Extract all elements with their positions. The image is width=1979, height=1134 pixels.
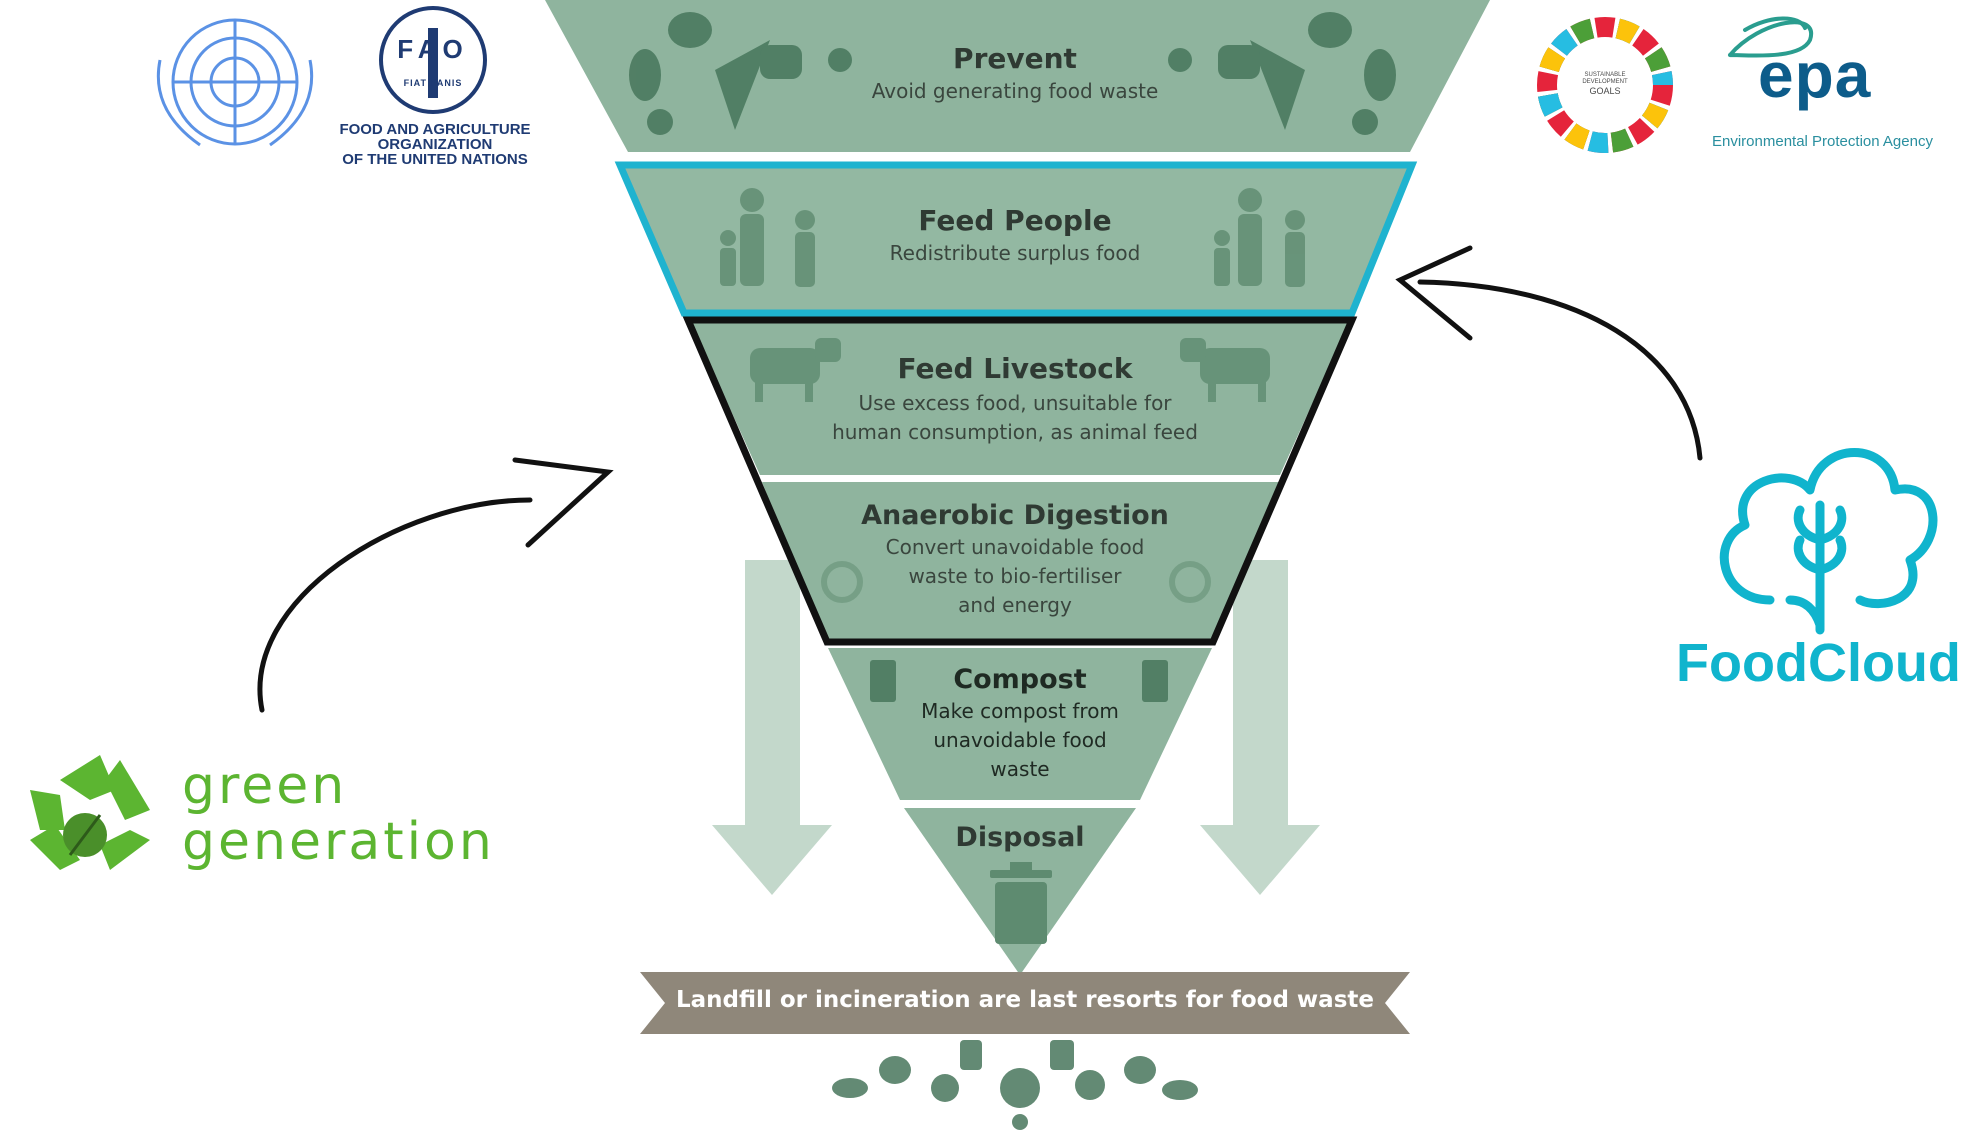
tier-feed-livestock-title: Feed Livestock (897, 352, 1133, 385)
tier-prevent-description: Avoid generating food waste (871, 79, 1159, 103)
sdg-wheel-logo (1537, 17, 1673, 153)
tier-compost-title: Compost (953, 664, 1087, 695)
tier-anaerobic-digestion-description: Convert unavoidable food waste to bio-fe… (885, 535, 1145, 617)
food-scraps-icon (832, 1040, 1198, 1130)
vegetable-icons-right (1168, 12, 1396, 135)
tier-feed-livestock-description: Use excess food, unsuitable for human co… (832, 391, 1198, 444)
sdg-wheel-text: SUSTAINABLE DEVELOPMENT GOALS (1575, 72, 1635, 96)
tier-compost-description: Make compost from unavoidable food waste (921, 699, 1119, 781)
green-generation-recycle-icon (30, 755, 150, 870)
fao-name-line3: OF THE UNITED NATIONS (342, 151, 528, 168)
green-generation-line1: green (182, 756, 348, 816)
tier-disposal-title: Disposal (955, 822, 1085, 853)
sdg-line3: GOALS (1589, 86, 1621, 96)
feed-people-highlight-border (614, 161, 1418, 317)
last-resort-banner (640, 972, 1410, 1034)
people-icon-left (720, 188, 815, 287)
green-generation-wordmark: green generation (182, 758, 495, 870)
epa-logo-full-name: Environmental Protection Agency (1712, 133, 1933, 150)
left-down-arrow (712, 560, 832, 895)
foodcloud-wordmark: FoodCloud (1676, 633, 1961, 693)
compost-bin-icon-left (870, 660, 896, 702)
tier-disposal: Disposal (920, 822, 1120, 853)
cow-icon-right (1180, 338, 1270, 402)
epa-logo-name: epa (1758, 39, 1872, 111)
fao-name-line1: FOOD AND AGRICULTURE (339, 121, 531, 138)
hierarchy-pyramid (545, 0, 1490, 975)
recycle-icon-left (821, 561, 863, 603)
last-resort-banner-text: Landfill or incineration are last resort… (676, 987, 1374, 1013)
fao-name-line2: ORGANIZATION (377, 136, 493, 153)
tier-prevent: Prevent Avoid generating food waste (820, 42, 1210, 103)
green-generation-line2: generation (182, 812, 495, 872)
un-emblem-logo (156, 18, 314, 147)
compost-bin-icon-right (1142, 660, 1168, 702)
fao-motto: FIAT PANIS (403, 78, 463, 88)
tier-compost: Compost Make compost from unavoidable fo… (870, 664, 1170, 784)
tier-prevent-title: Prevent (953, 42, 1077, 75)
sdg-line1: SUSTAINABLE (1584, 72, 1626, 78)
tier-anaerobic-digestion: Anaerobic Digestion Convert unavoidable … (815, 500, 1215, 620)
tier-feed-people-title: Feed People (918, 204, 1112, 237)
tier-anaerobic-digestion-title: Anaerobic Digestion (861, 500, 1169, 531)
side-arrows (712, 560, 1320, 895)
people-icon-right (1214, 188, 1305, 287)
tier-feed-livestock: Feed Livestock Use excess food, unsuitab… (800, 352, 1230, 447)
tier-prevent-shape (545, 0, 1490, 152)
recycle-icon-right (1169, 561, 1211, 603)
epa-swoosh-icon (1728, 16, 1814, 58)
tier-compost-shape (828, 648, 1212, 800)
livestock-digestion-highlight-border (682, 316, 1358, 646)
foodcloud-arrow (1395, 245, 1703, 461)
green-generation-arrow (257, 457, 614, 713)
tier-feed-people: Feed People Redistribute surplus food (820, 204, 1210, 265)
right-down-arrow (1200, 560, 1320, 895)
tier-feed-people-description: Redistribute surplus food (889, 241, 1141, 265)
trash-bin-icon (990, 862, 1052, 944)
vegetable-icons-left (629, 12, 852, 135)
fao-logo (379, 6, 487, 114)
sdg-line2: DEVELOPMENT (1582, 79, 1628, 85)
fao-letters: FAO (397, 34, 469, 64)
fao-name: FOOD AND AGRICULTURE ORGANIZATION OF THE… (320, 122, 550, 167)
tier-anaerobic-digestion-shape (762, 482, 1280, 640)
cow-icon-left (750, 338, 841, 402)
foodcloud-cloud-icon (1719, 448, 1938, 635)
